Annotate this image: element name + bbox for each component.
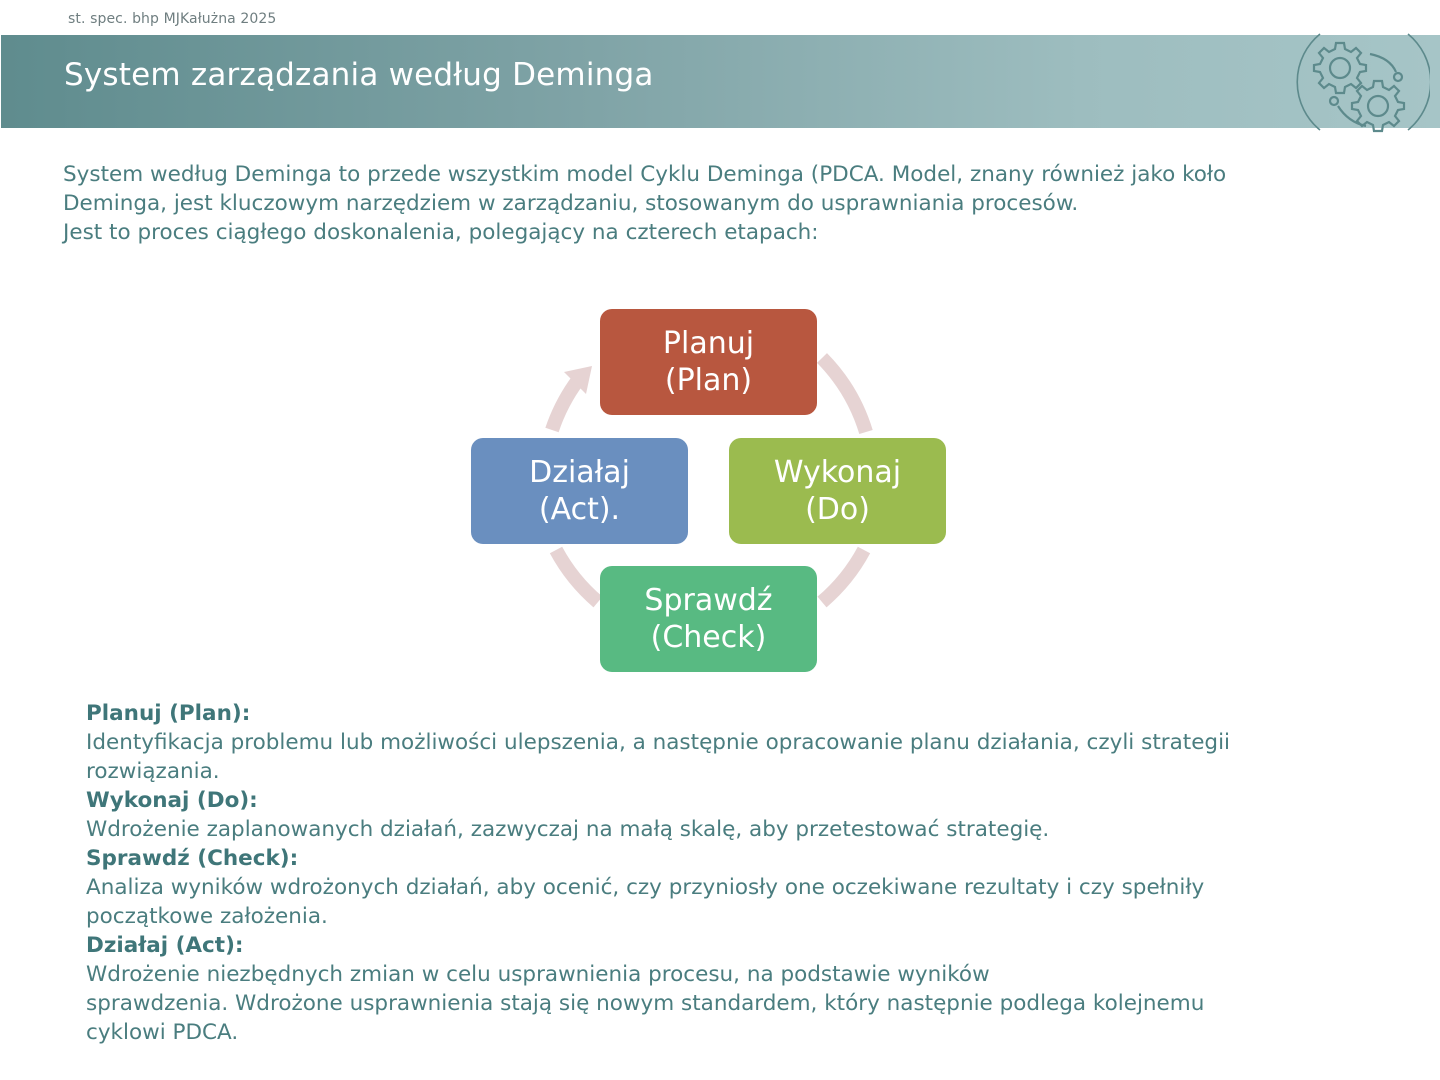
intro-paragraph: System według Deminga to przede wszystki…	[63, 160, 1393, 247]
arrow-plan-to-do	[816, 353, 873, 435]
intro-line: System według Deminga to przede wszystki…	[63, 162, 1227, 187]
detail-text: Wdrożenie niezbędnych zmian w celu uspra…	[86, 962, 990, 987]
author-note: st. spec. bhp MJKałużna 2025	[68, 11, 277, 27]
detail-text: Identyfikacja problemu lub możliwości ul…	[86, 730, 1231, 755]
stage-plan-label: Planuj	[662, 326, 755, 361]
detail-text: cyklowi PDCA.	[86, 1020, 239, 1045]
arrow-check-to-act	[549, 546, 603, 608]
stage-plan: Planuj (Plan)	[600, 309, 817, 415]
stage-do-sublabel: (Do)	[805, 492, 870, 527]
detail-text: początkowe założenia.	[86, 904, 328, 929]
detail-heading-plan: Planuj (Plan):	[86, 701, 251, 726]
arrow-do-to-check	[817, 546, 871, 608]
stage-plan-sublabel: (Plan)	[664, 363, 753, 398]
detail-text: sprawdzenia. Wdrożone usprawnienia stają…	[86, 991, 1205, 1016]
detail-heading-act: Działaj (Act):	[86, 933, 244, 958]
intro-line: Jest to proces ciągłego doskonalenia, po…	[63, 220, 819, 245]
stage-check-label: Sprawdź	[644, 583, 773, 618]
detail-heading-check: Sprawdź (Check):	[86, 846, 299, 871]
page-title: System zarządzania według Deminga	[64, 57, 654, 93]
detail-text: Wdrożenie zaplanowanych działań, zazwycz…	[86, 817, 1050, 842]
detail-text: rozwiązania.	[86, 759, 220, 784]
arrow-act-to-plan	[545, 375, 584, 433]
detail-text: Analiza wyników wdrożonych działań, aby …	[86, 875, 1205, 900]
stage-do-label: Wykonaj	[773, 455, 902, 490]
stage-check-sublabel: (Check)	[650, 620, 767, 655]
cycle-arrows	[545, 353, 873, 608]
detail-heading-do: Wykonaj (Do):	[86, 788, 258, 813]
stage-do: Wykonaj (Do)	[729, 438, 946, 544]
gears-icon	[1290, 30, 1432, 134]
stage-act: Działaj (Act).	[471, 438, 688, 544]
pdca-cycle-diagram: Planuj (Plan) Wykonaj (Do) Sprawdź (Chec…	[460, 300, 960, 680]
stage-descriptions: Planuj (Plan): Identyfikacja problemu lu…	[86, 699, 1386, 1047]
arrowhead-act-to-plan	[564, 366, 592, 394]
stage-act-label: Działaj	[529, 455, 630, 490]
title-bar: System zarządzania według Deminga	[1, 35, 1440, 128]
intro-line: Deminga, jest kluczowym narzędziem w zar…	[63, 191, 1079, 216]
stage-act-sublabel: (Act).	[538, 492, 621, 527]
stage-check: Sprawdź (Check)	[600, 566, 817, 672]
